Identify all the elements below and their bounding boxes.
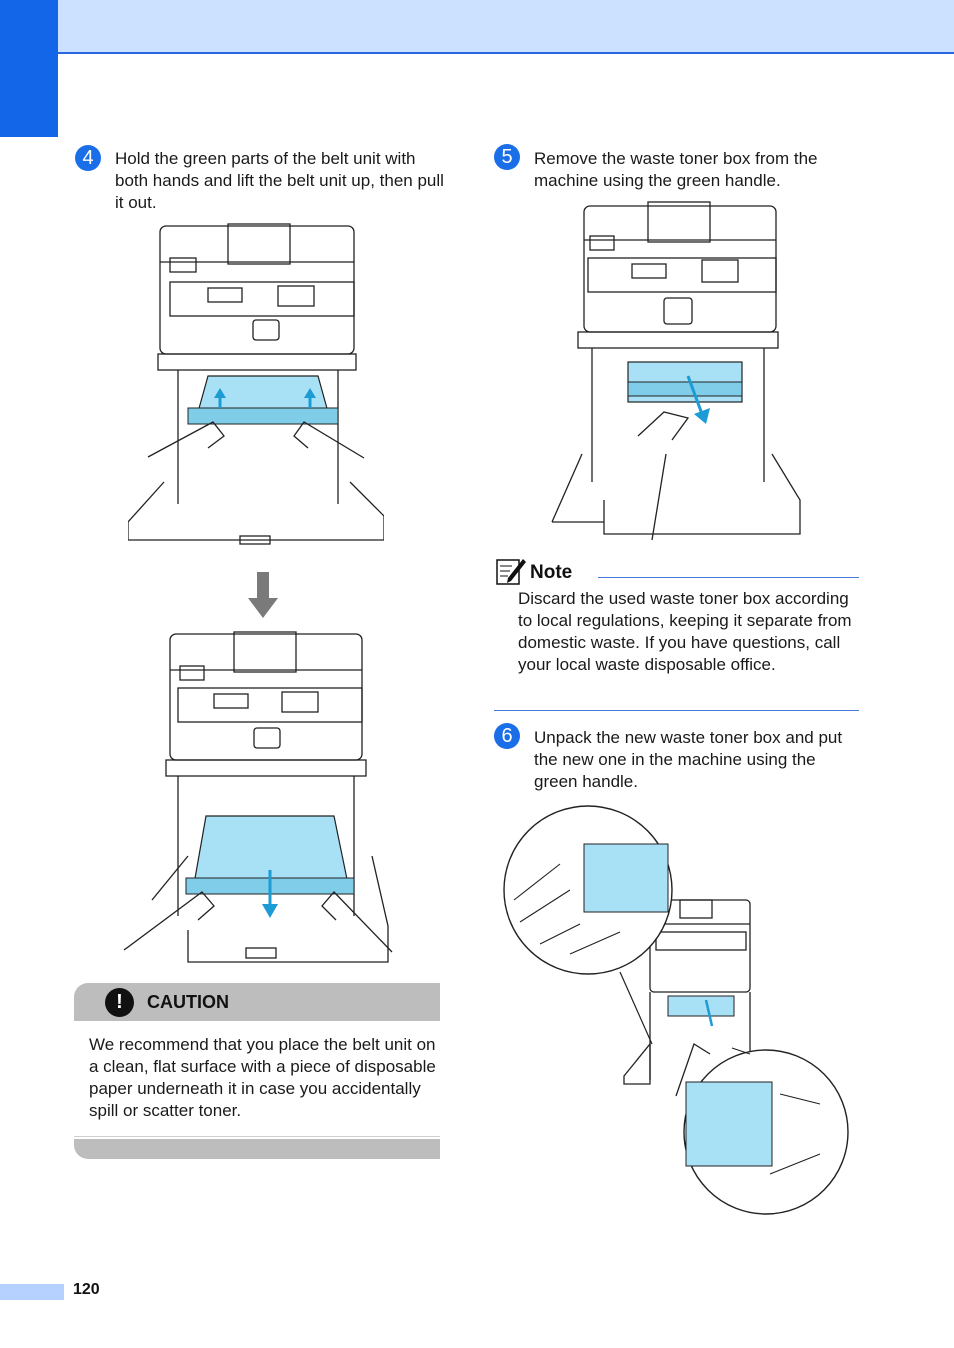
note-title: Note	[530, 562, 573, 583]
header-band	[0, 0, 954, 54]
chapter-side-tab	[0, 0, 58, 137]
caution-footer-bar	[74, 1139, 440, 1159]
note-heading-line	[598, 577, 859, 578]
caution-header-bar	[74, 983, 440, 1021]
step-5-badge: 5	[494, 144, 520, 170]
caution-text: We recommend that you place the belt uni…	[89, 1035, 436, 1120]
step-4-badge: 4	[75, 145, 101, 171]
step-6-badge: 6	[494, 723, 520, 749]
arrow-down-icon	[248, 572, 278, 618]
page-number: 120	[73, 1281, 100, 1298]
step-4-text: Hold the green parts of the belt unit wi…	[115, 149, 444, 212]
waste-toner-install-illustration	[503, 805, 849, 1215]
step-6-text: Unpack the new waste toner box and put t…	[534, 728, 843, 791]
caution-title: CAUTION	[147, 992, 229, 1012]
step-5-text: Remove the waste toner box from the mach…	[534, 149, 818, 190]
exclamation-icon: !	[105, 988, 134, 1017]
belt-unit-lift-illustration	[128, 223, 384, 545]
note-text: Discard the used waste toner box accordi…	[518, 589, 852, 674]
page-number-tab	[0, 1284, 64, 1300]
note-pencil-icon	[496, 559, 526, 585]
belt-unit-pullout-illustration	[123, 631, 393, 963]
waste-toner-removal-illustration	[551, 201, 801, 540]
caution-divider	[74, 1136, 440, 1137]
note-divider	[494, 710, 859, 711]
